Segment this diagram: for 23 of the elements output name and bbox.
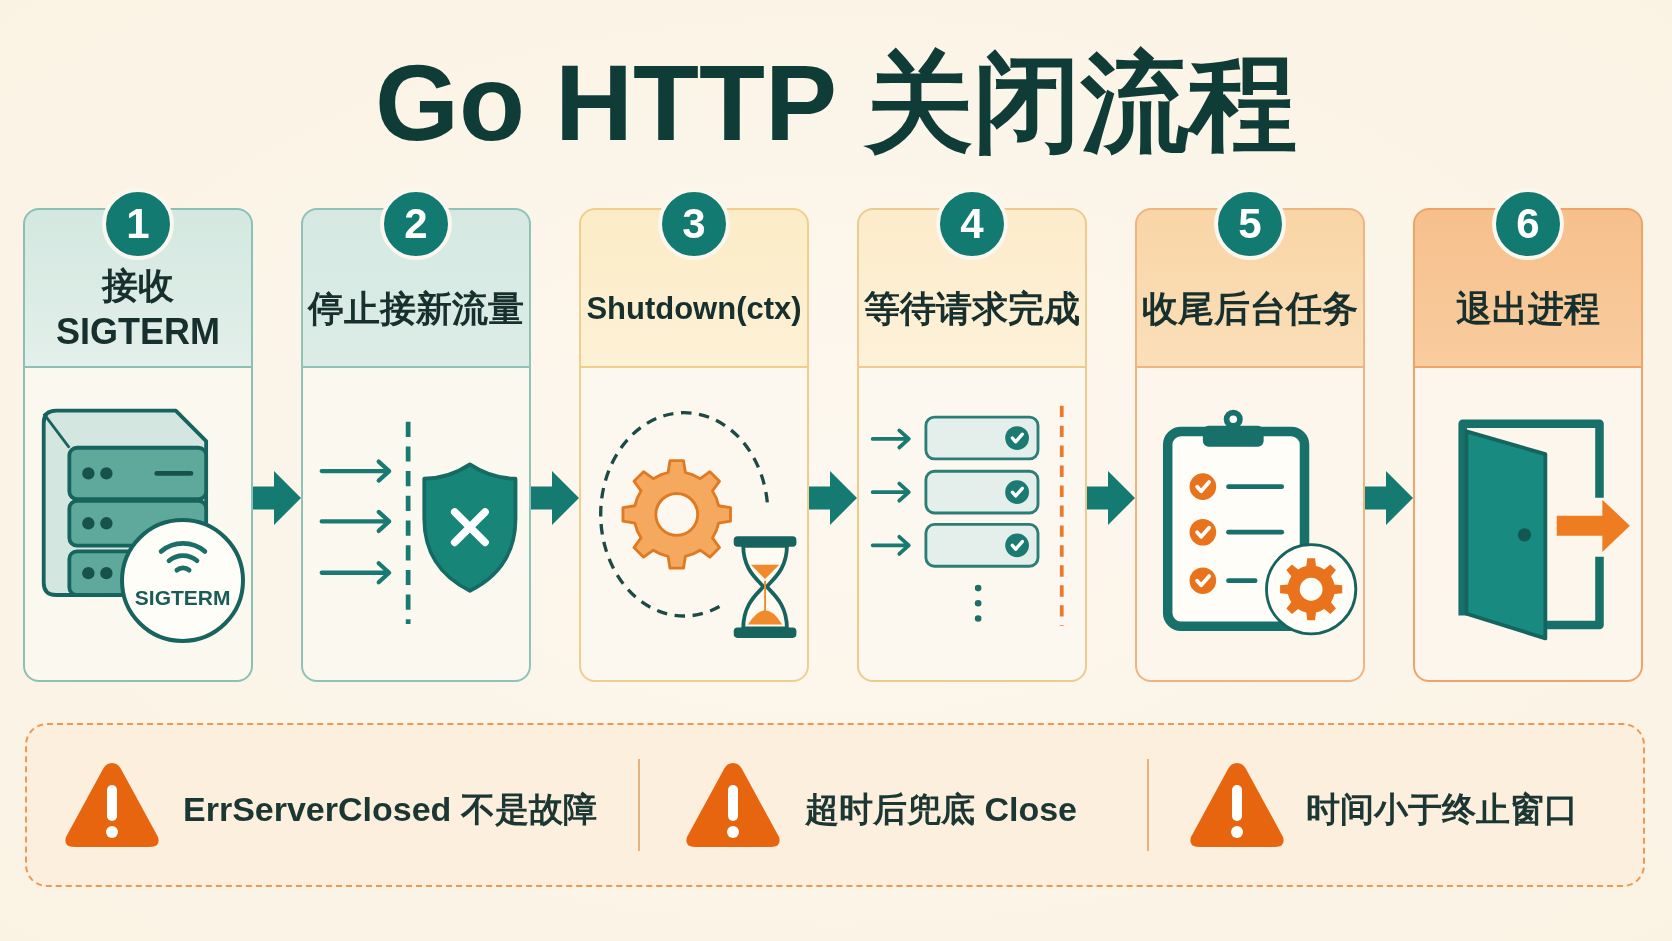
notes-panel [25, 723, 1645, 887]
step-number: 4 [936, 188, 1008, 260]
arrow [1087, 471, 1135, 525]
step-number: 5 [1214, 188, 1286, 260]
step-number: 3 [658, 188, 730, 260]
step-number: 6 [1492, 188, 1564, 260]
step-title: Shutdown(ctx) [586, 290, 802, 329]
arrow [531, 471, 579, 525]
signal-name: SIGTERM [134, 585, 231, 610]
step-number: 2 [380, 188, 452, 260]
title: Go HTTP 关闭流程 [375, 44, 1297, 163]
step-title: 接收 SIGTERM [55, 263, 221, 354]
step-title: 停止接新流量 [308, 286, 524, 331]
step-title: 收尾后台任务 [1142, 286, 1358, 331]
warning-text: ErrServerClosed 不是故障 [183, 788, 597, 830]
arrow [1365, 471, 1413, 525]
step-title: 退出进程 [1456, 286, 1600, 331]
step-title: 等待请求完成 [864, 286, 1080, 331]
arrow [253, 471, 301, 525]
arrow [809, 471, 857, 525]
warning-text: 时间小于终止窗口 [1306, 788, 1578, 830]
warning-text: 超时后兜底 Close [805, 788, 1078, 830]
step-number: 1 [102, 188, 174, 260]
